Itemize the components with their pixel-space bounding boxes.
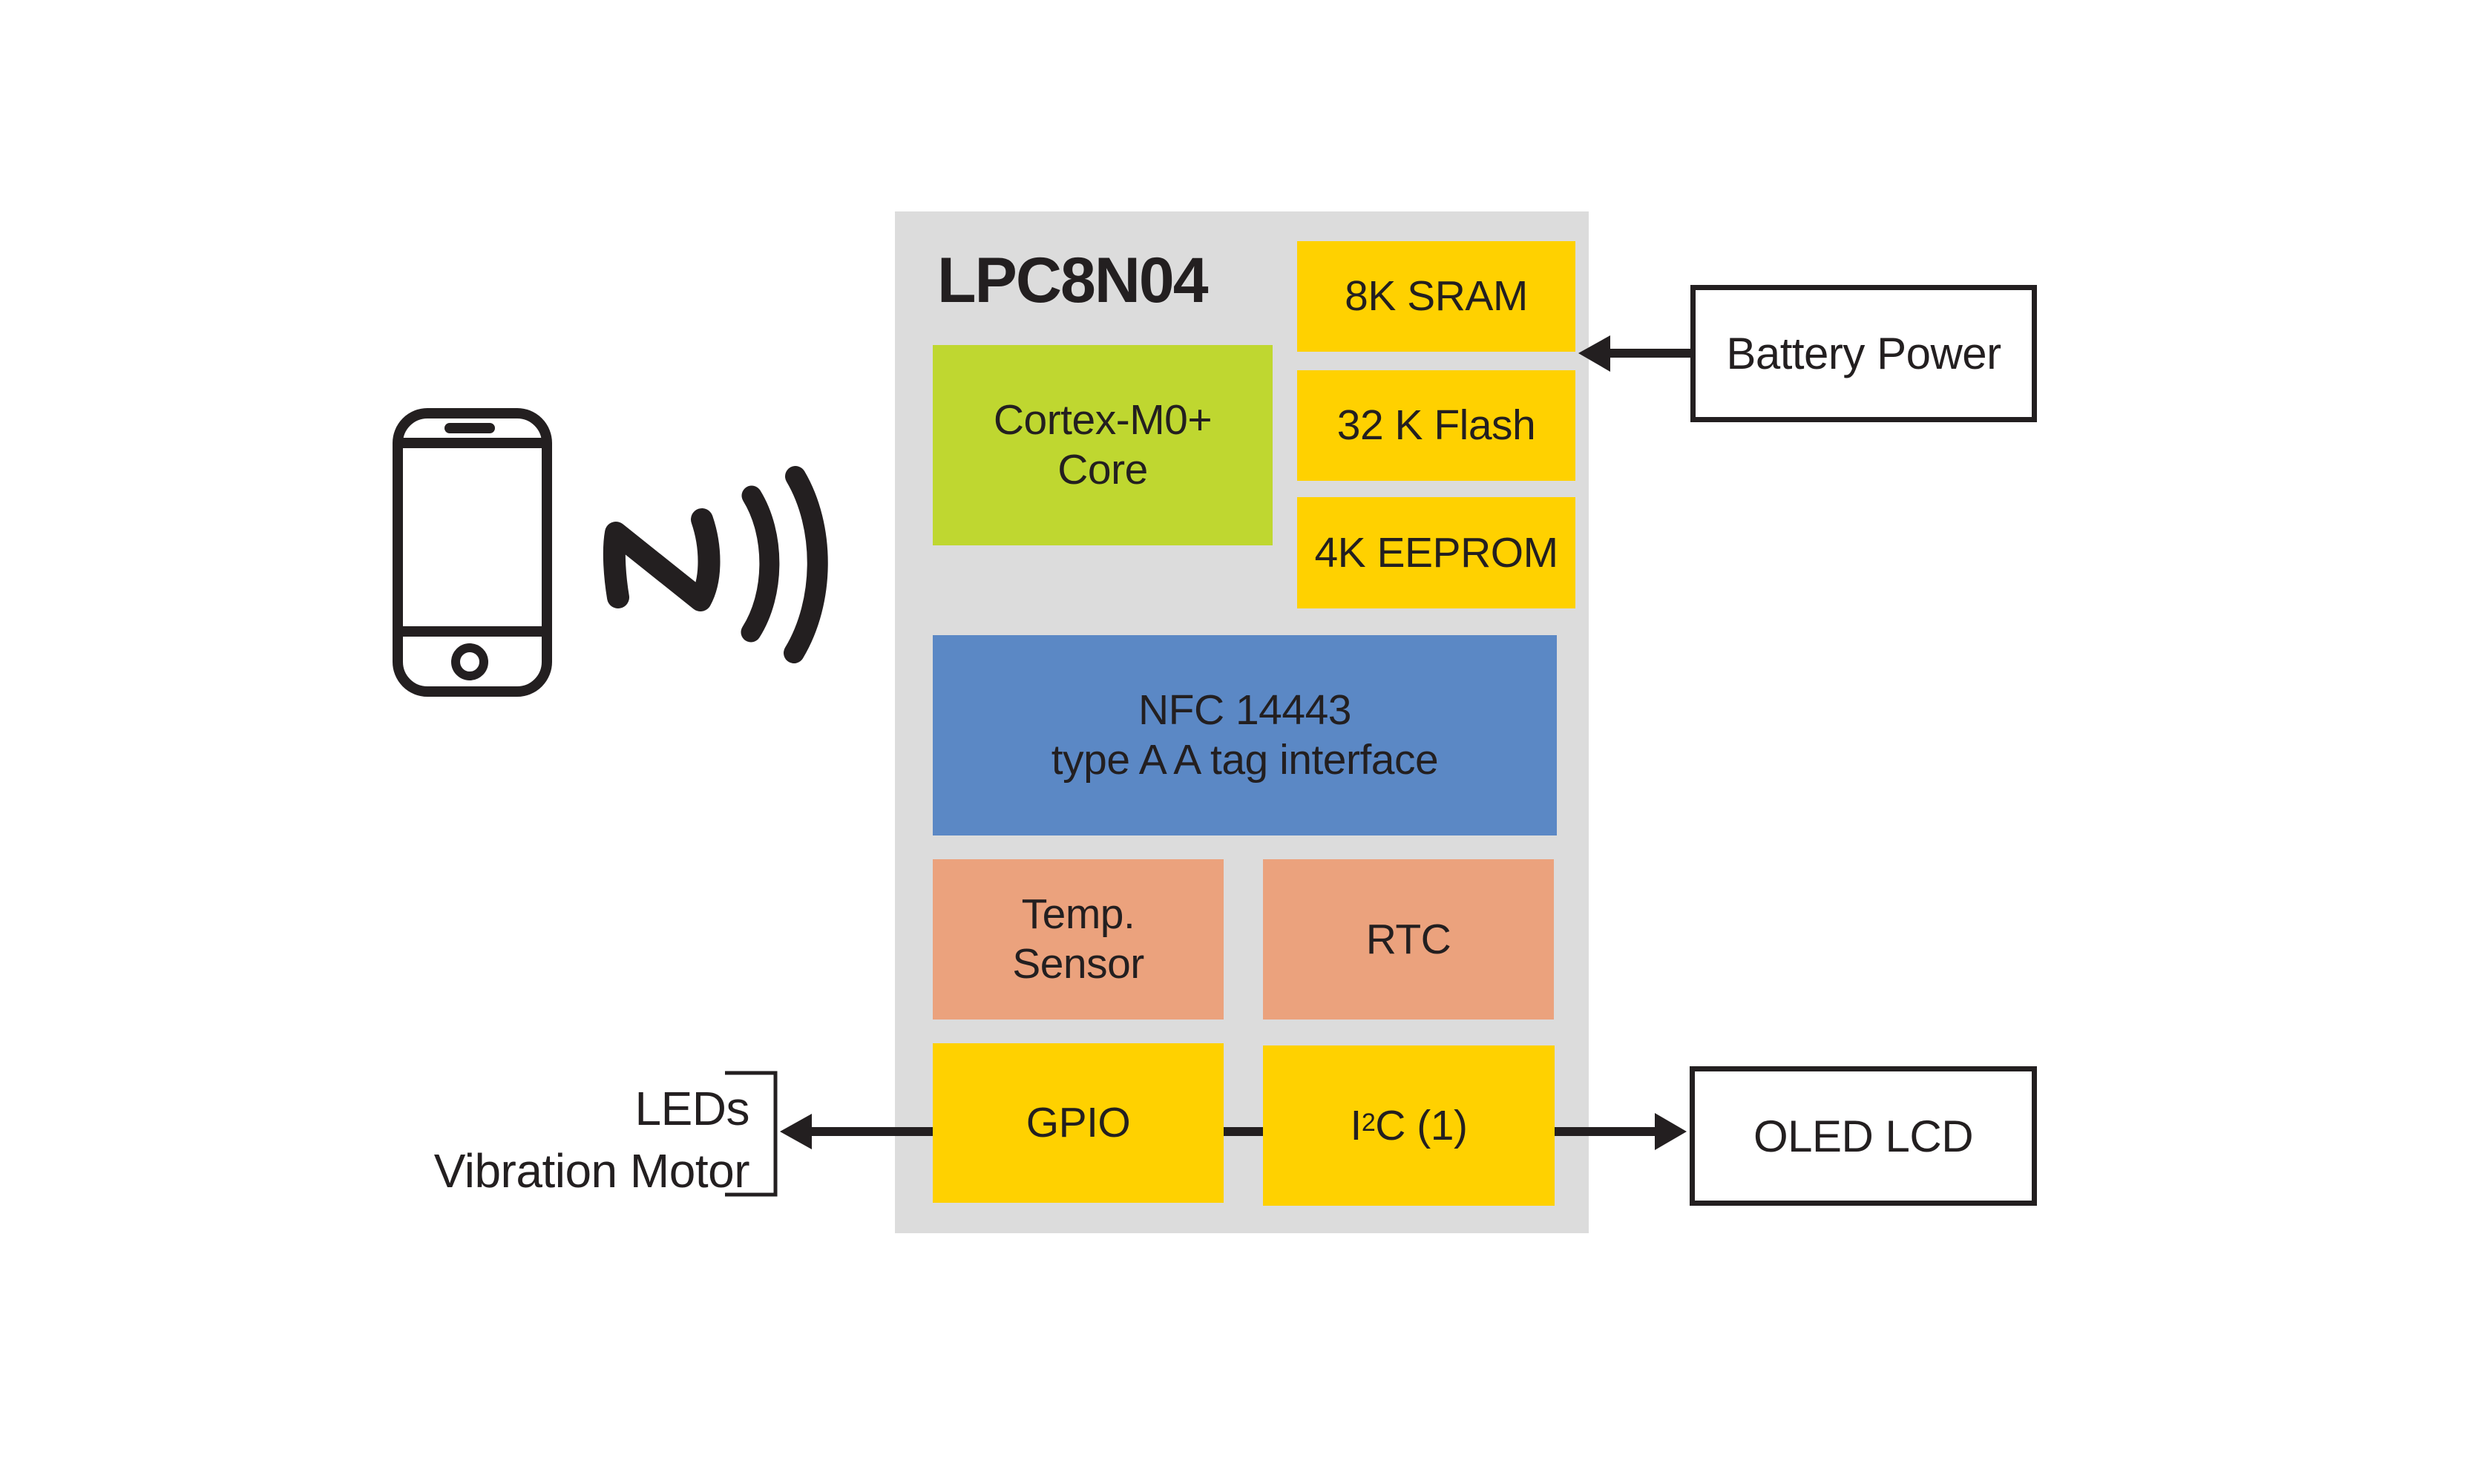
oled-lcd-label: OLED LCD: [1753, 1111, 1974, 1161]
gpio-block: GPIO: [933, 1043, 1224, 1203]
eeprom-block: 4K EEPROM: [1297, 497, 1575, 608]
temp-label-line1: Temp.: [1021, 890, 1135, 938]
i2c-label-suffix: C (1): [1375, 1101, 1468, 1149]
core-label-line2: Core: [1057, 446, 1148, 493]
battery-power-box: Battery Power: [1690, 285, 2037, 422]
sram-block: 8K SRAM: [1297, 241, 1575, 352]
rtc-label: RTC: [1365, 915, 1451, 963]
flash-label: 32 K Flash: [1336, 401, 1536, 449]
arrow-to-oled-icon: [1655, 1113, 1687, 1150]
vibration-motor-label: Vibration Motor: [433, 1144, 750, 1198]
oled-lcd-box: OLED LCD: [1690, 1066, 2037, 1206]
core-label-line1: Cortex-M0+: [993, 396, 1213, 444]
i2c-label-prefix: I: [1350, 1101, 1362, 1149]
gpio-label: GPIO: [1026, 1099, 1131, 1146]
i2c-label: I2C (1): [1351, 1101, 1468, 1151]
arrow-from-battery-icon: [1578, 335, 1610, 372]
sram-label: 8K SRAM: [1345, 272, 1528, 320]
i2c-label-superscript: 2: [1361, 1108, 1376, 1137]
nfc-interface-block: NFC 14443 type A A tag interface: [933, 635, 1557, 835]
nfc-icon: [603, 466, 828, 663]
rtc-block: RTC: [1263, 859, 1554, 1020]
cortex-core-block: Cortex-M0+ Core: [933, 345, 1273, 545]
eeprom-label: 4K EEPROM: [1314, 528, 1558, 577]
temp-sensor-block: Temp. Sensor: [933, 859, 1224, 1020]
flash-block: 32 K Flash: [1297, 370, 1575, 481]
nfc-label-line2: type A A tag interface: [1051, 736, 1439, 784]
led-motor-bracket: [725, 1071, 778, 1197]
battery-power-label: Battery Power: [1726, 329, 2001, 378]
arrow-to-leds-icon: [780, 1114, 812, 1149]
temp-label-line2: Sensor: [1012, 940, 1144, 988]
leds-label: LEDs: [634, 1082, 750, 1135]
nfc-label-line1: NFC 14443: [1138, 686, 1352, 734]
smartphone-icon: [393, 408, 552, 697]
chip-title: LPC8N04: [937, 245, 1209, 316]
i2c-block: I2C (1): [1263, 1045, 1555, 1206]
